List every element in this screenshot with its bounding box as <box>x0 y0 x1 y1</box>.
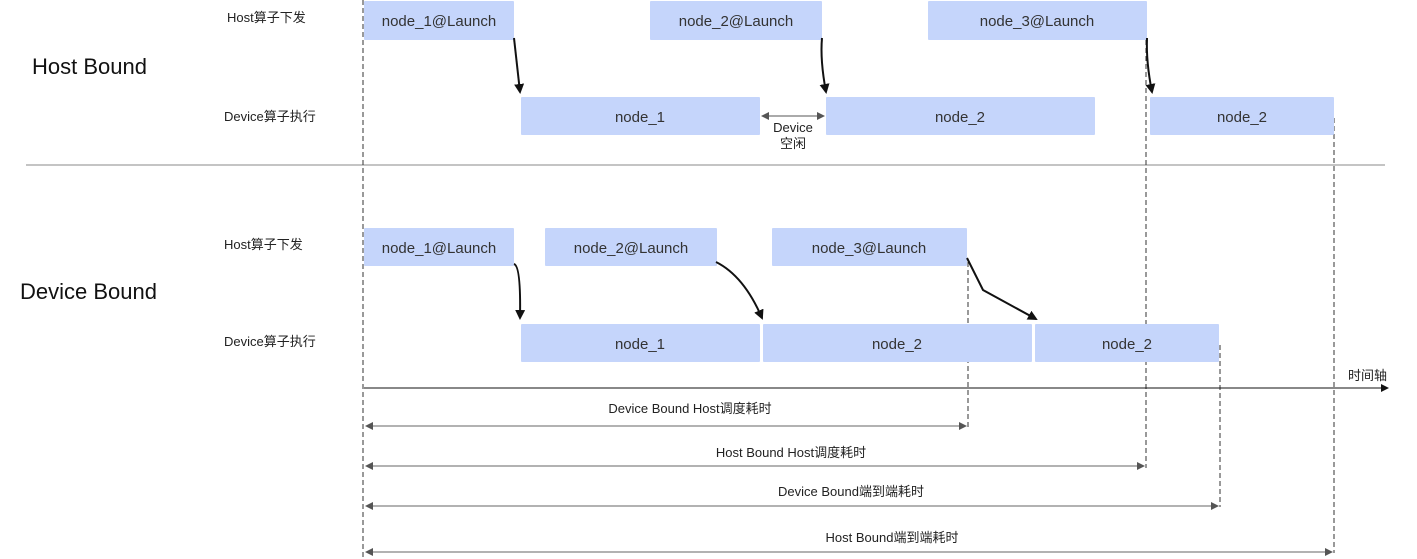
device-idle-label-line2: 空闲 <box>780 136 806 151</box>
device-bound-dispatch-arrow-3 <box>966 257 1038 320</box>
device-bound-dispatch-arrow-2 <box>715 261 764 320</box>
exec-label: node_2 <box>1102 336 1152 353</box>
host-bound-dispatch-arrow-1 <box>513 37 525 94</box>
host-bound-launch-1: node_1@Launch <box>364 1 514 40</box>
launch-label: node_3@Launch <box>980 13 1095 30</box>
device-bound-launch-2: node_2@Launch <box>545 228 717 266</box>
time-axis-label: 时间轴 <box>1348 368 1387 383</box>
launch-label: node_2@Launch <box>679 13 794 30</box>
measure-host-bound-e2e: Host Bound端到端耗时 <box>365 530 1333 556</box>
device-idle-label-line1: Device <box>773 120 813 135</box>
time-axis-arrowhead <box>1381 384 1389 392</box>
device-bound-dispatch-arrow-1 <box>513 263 526 320</box>
host-bound-title: Host Bound <box>32 54 147 79</box>
measure-label: Host Bound端到端耗时 <box>826 530 959 545</box>
device-bound-row-device-label: Device算子执行 <box>224 334 316 349</box>
launch-label: node_3@Launch <box>812 240 927 257</box>
device-bound-launch-1: node_1@Launch <box>364 228 514 266</box>
measure-host-bound-host: Host Bound Host调度耗时 <box>365 445 1145 470</box>
launch-label: node_1@Launch <box>382 13 497 30</box>
measure-device-bound-host: Device Bound Host调度耗时 <box>365 401 967 430</box>
host-bound-exec-1: node_1 <box>521 97 760 135</box>
device-bound-exec-1: node_1 <box>521 324 760 362</box>
host-bound-exec-2: node_2 <box>826 97 1095 135</box>
host-bound-row-host-label: Host算子下发 <box>227 10 306 25</box>
host-bound-row-device-label: Device算子执行 <box>224 109 316 124</box>
exec-label: node_2 <box>872 336 922 353</box>
device-bound-title: Device Bound <box>20 279 157 304</box>
device-bound-launch-3: node_3@Launch <box>772 228 967 266</box>
exec-label: node_2 <box>1217 109 1267 126</box>
host-bound-dispatch-arrow-2 <box>819 37 830 94</box>
host-bound-launch-2: node_2@Launch <box>650 1 822 40</box>
measure-label: Host Bound Host调度耗时 <box>716 445 866 460</box>
host-bound-exec-3: node_2 <box>1150 97 1334 135</box>
exec-label: node_1 <box>615 109 665 126</box>
measure-label: Device Bound Host调度耗时 <box>608 401 771 416</box>
host-bound-dispatch-arrow-3 <box>1145 37 1156 94</box>
exec-label: node_1 <box>615 336 665 353</box>
device-bound-exec-3: node_2 <box>1035 324 1219 362</box>
launch-label: node_2@Launch <box>574 240 689 257</box>
exec-label: node_2 <box>935 109 985 126</box>
host-bound-launch-3: node_3@Launch <box>928 1 1147 40</box>
device-bound-exec-2: node_2 <box>763 324 1032 362</box>
launch-label: node_1@Launch <box>382 240 497 257</box>
device-bound-row-host-label: Host算子下发 <box>224 237 303 252</box>
measure-device-bound-e2e: Device Bound端到端耗时 <box>365 484 1219 510</box>
measure-label: Device Bound端到端耗时 <box>778 484 924 499</box>
